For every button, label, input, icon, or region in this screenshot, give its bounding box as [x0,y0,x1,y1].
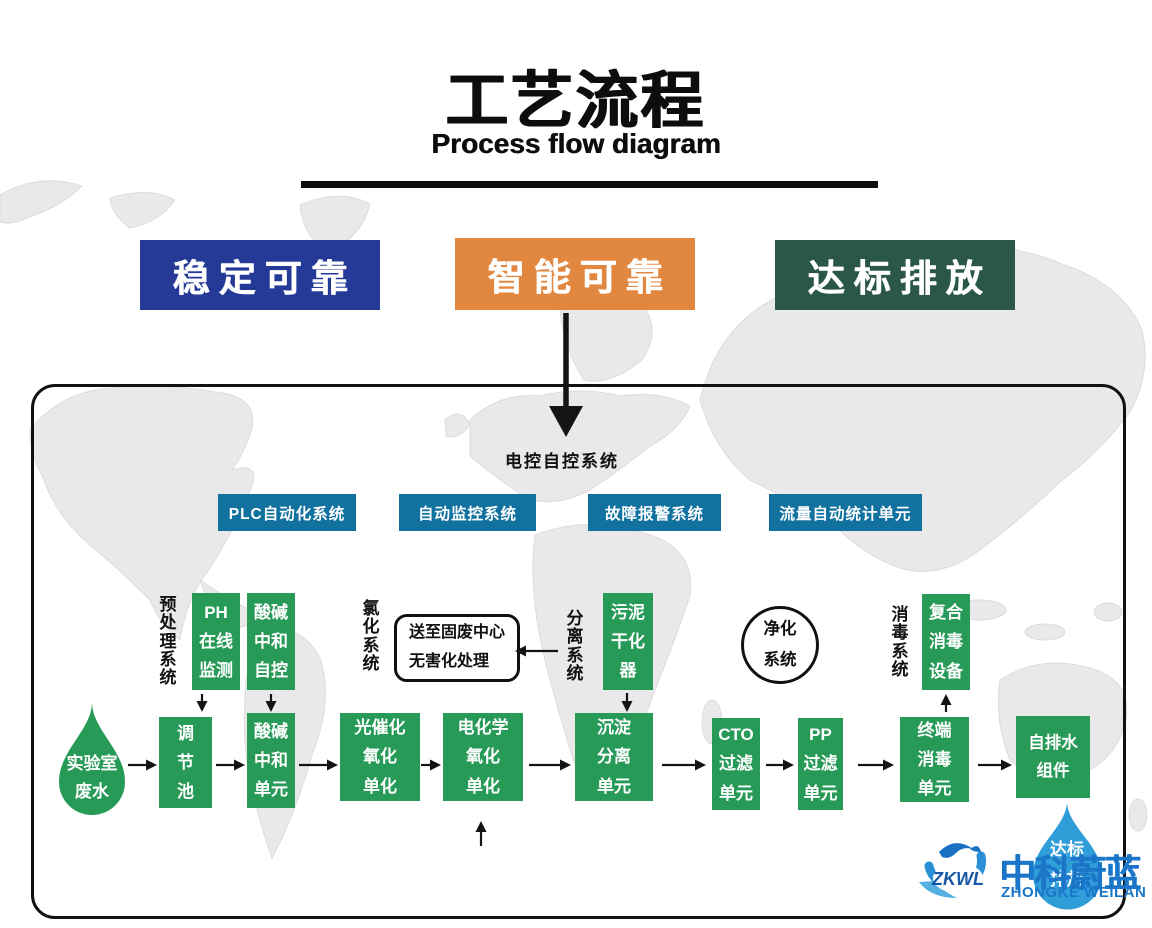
subsystem-fault-alarm: 故障报警系统 [588,494,721,531]
unit-sedimentation-separation: 沉淀 分离 单元 [575,713,653,801]
unit-electrochemical-oxidation: 电化学 氧化 单化 [443,713,523,801]
group-label-chlorination: 氯化系统 [362,599,380,674]
source-lab-wastewater-drop: 实验室 废水 [55,700,129,824]
electric-control-system-label: 电控自控系统 [505,452,619,471]
diagram-frame [31,384,1126,919]
page-subtitle: Process flow diagram [431,128,721,159]
page-title: 工艺流程 [445,67,706,136]
group-label-purification-circle: 净化 系统 [741,606,819,684]
title-underline [301,181,878,188]
water-drop-icon [1033,801,1102,910]
group-label-disinfection: 消毒系统 [891,605,909,680]
unit-sludge-dryer: 污泥 干化 器 [603,593,653,690]
note-solid-waste-disposal: 送至固废中心 无害化处理 [394,614,520,682]
subsystem-flow-statistics: 流量自动统计单元 [769,494,922,531]
water-drop-icon [59,702,125,815]
banner-smart-reliable: 智能可靠 [455,238,695,310]
outlet-label: 达标 排放 [1050,840,1084,889]
source-label: 实验室 废水 [66,754,118,802]
banner-stable-reliable: 稳定可靠 [140,240,380,310]
unit-self-drain-module: 自排水 组件 [1016,716,1090,798]
unit-acid-base-neutralization: 酸碱 中和 单元 [247,713,295,808]
unit-pp-filter: PP 过滤 单元 [798,718,843,810]
unit-acid-base-auto-control: 酸碱 中和 自控 [247,593,295,690]
zkwl-logo-icon: ZKWL [919,843,986,898]
unit-ph-online-monitor: PH 在线 监测 [192,593,240,690]
outlet-discharge-drop: 达标 排放 [1028,799,1106,913]
group-label-pretreatment: 预处理系统 [159,595,177,688]
subsystem-auto-monitoring: 自动监控系统 [399,494,536,531]
subsystem-plc-automation: PLC自动化系统 [218,494,356,531]
unit-cto-filter: CTO 过滤 单元 [712,718,760,810]
unit-regulating-tank: 调 节 池 [159,717,212,808]
group-label-separation: 分离系统 [566,609,584,684]
unit-terminal-disinfection: 终端 消毒 单元 [900,717,969,802]
logo-abbr: ZKWL [931,869,984,889]
unit-photocatalytic-oxidation: 光催化 氧化 单化 [340,713,420,801]
logo-name-zh: 中科蔚蓝 [999,853,1141,894]
unit-composite-disinfector: 复合 消毒 设备 [922,594,970,690]
logo-name-en: ZHONGKE WEILAN [1001,884,1147,901]
banner-standard-discharge: 达标排放 [775,240,1015,310]
